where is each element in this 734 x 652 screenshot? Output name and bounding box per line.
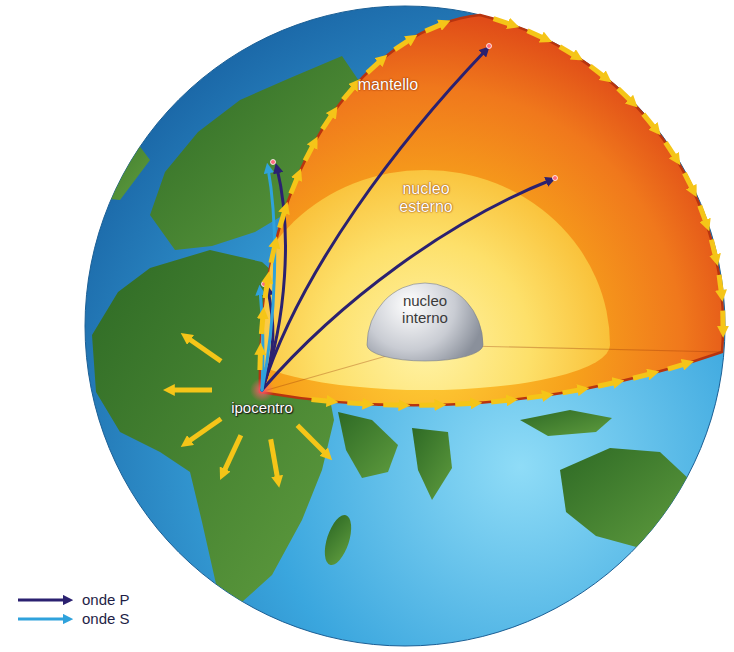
surface-wave-arrow <box>527 31 545 39</box>
outer-core-section <box>240 170 610 390</box>
surface-wave-arrow <box>311 399 331 401</box>
surface-wave-arrow <box>223 435 241 473</box>
layer-label: nucleo esterno <box>387 180 465 217</box>
surface-wave-arrow <box>297 425 327 455</box>
surface-wave-arrow <box>291 175 299 194</box>
surface-wave-arrow <box>419 402 439 407</box>
legend-text: onde S <box>82 610 130 627</box>
s-wave-ray <box>260 290 263 390</box>
inner-core <box>367 283 483 361</box>
legend-row: onde P <box>16 590 130 609</box>
globe <box>85 6 725 646</box>
layer-label: nucleo interno <box>385 292 465 327</box>
p-wave-ray <box>262 180 551 390</box>
section-edge <box>260 345 722 392</box>
surface-wave-arrow <box>618 89 632 103</box>
surface-wave-arrow <box>322 112 333 129</box>
surface-wave-arrow <box>665 142 676 159</box>
surface-wave-arrow <box>347 403 367 404</box>
surface-wave-arrow <box>343 84 356 99</box>
surface-wave-arrow <box>271 439 278 480</box>
surface-wave-arrow <box>684 173 693 191</box>
legend-text: onde P <box>82 591 130 608</box>
surface-wave-arrow <box>527 395 547 398</box>
surface-wave-arrow <box>425 23 443 31</box>
legend-row: onde S <box>16 609 130 628</box>
surface-wave-arrow <box>590 66 606 78</box>
surface-wave-arrow <box>711 240 716 259</box>
surface-wave-arrow <box>271 243 275 263</box>
surface-wave-arrow <box>633 373 652 378</box>
surface-wave-arrow <box>170 388 212 393</box>
surface-wave-arrow <box>395 39 412 50</box>
surface-wave-arrow <box>643 114 656 129</box>
p-wave-ray <box>262 168 285 390</box>
surface-wave-arrow <box>494 19 513 25</box>
surface-wave-arrow <box>455 403 475 404</box>
layer-label: mantello <box>333 76 443 94</box>
surface-wave-arrow <box>720 311 725 331</box>
surface-wave-arrow <box>187 419 221 443</box>
surface-wave-arrows <box>170 19 723 481</box>
surface-wave-arrow <box>265 278 268 298</box>
legend-arrow <box>16 594 78 606</box>
surface-wave-arrow <box>491 400 511 402</box>
surface-wave-arrow <box>563 389 583 393</box>
legend-arrow <box>16 613 78 625</box>
surface-wave-arrow <box>668 363 687 369</box>
surface-wave-arrow <box>719 275 722 295</box>
surface-wave-arrow <box>367 59 382 72</box>
seismic-rays <box>260 50 551 390</box>
p-wave-ray <box>262 50 486 390</box>
surface-wave-arrow <box>257 350 263 370</box>
surface-wave-arrow <box>305 143 314 161</box>
ray-end-dots <box>262 44 558 287</box>
surface-wave-arrow <box>598 382 618 386</box>
legend: onde P onde S <box>16 590 130 628</box>
surface-wave-arrow <box>383 402 403 407</box>
surface-wave-arrow <box>700 206 707 225</box>
surface-wave-arrow <box>280 209 286 228</box>
surface-wave-arrow <box>560 47 577 57</box>
surface-wave-arrow <box>187 337 221 361</box>
surface-wave-arrow <box>261 314 263 334</box>
hypocentre-label: ipocentro <box>212 399 312 416</box>
